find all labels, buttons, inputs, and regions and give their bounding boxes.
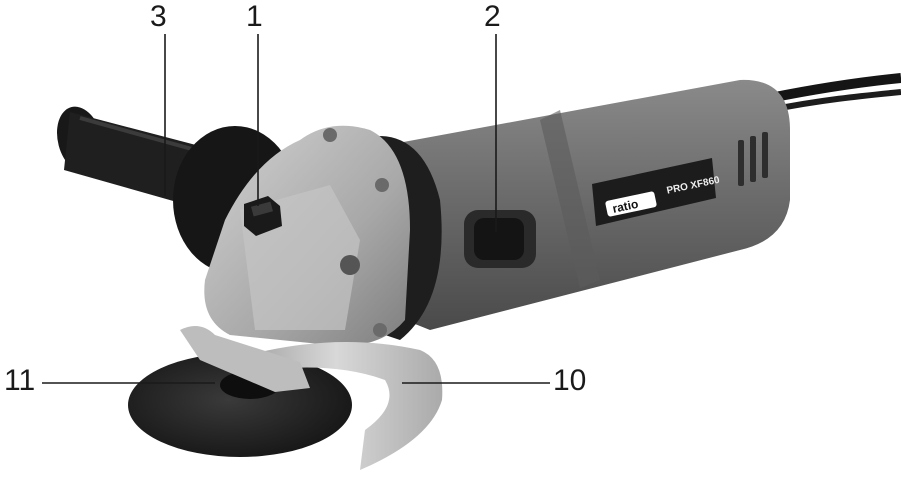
collar-ring <box>345 136 442 340</box>
leader-lines <box>42 34 550 384</box>
brand-plate <box>592 158 716 226</box>
power-cord <box>769 73 901 103</box>
callout-10: 10 <box>553 364 587 397</box>
callout-2: 2 <box>484 0 501 33</box>
callout-3: 3 <box>150 0 167 33</box>
guard-lever <box>180 326 310 392</box>
on-off-switch <box>464 210 536 268</box>
air-vents <box>738 132 768 186</box>
callout-11: 11 <box>4 364 36 397</box>
spindle-lock-button <box>244 196 282 236</box>
brand-text: ratio <box>611 197 639 216</box>
callout-1: 1 <box>246 0 263 33</box>
motor-housing <box>360 79 790 330</box>
disc-guard <box>230 342 443 470</box>
